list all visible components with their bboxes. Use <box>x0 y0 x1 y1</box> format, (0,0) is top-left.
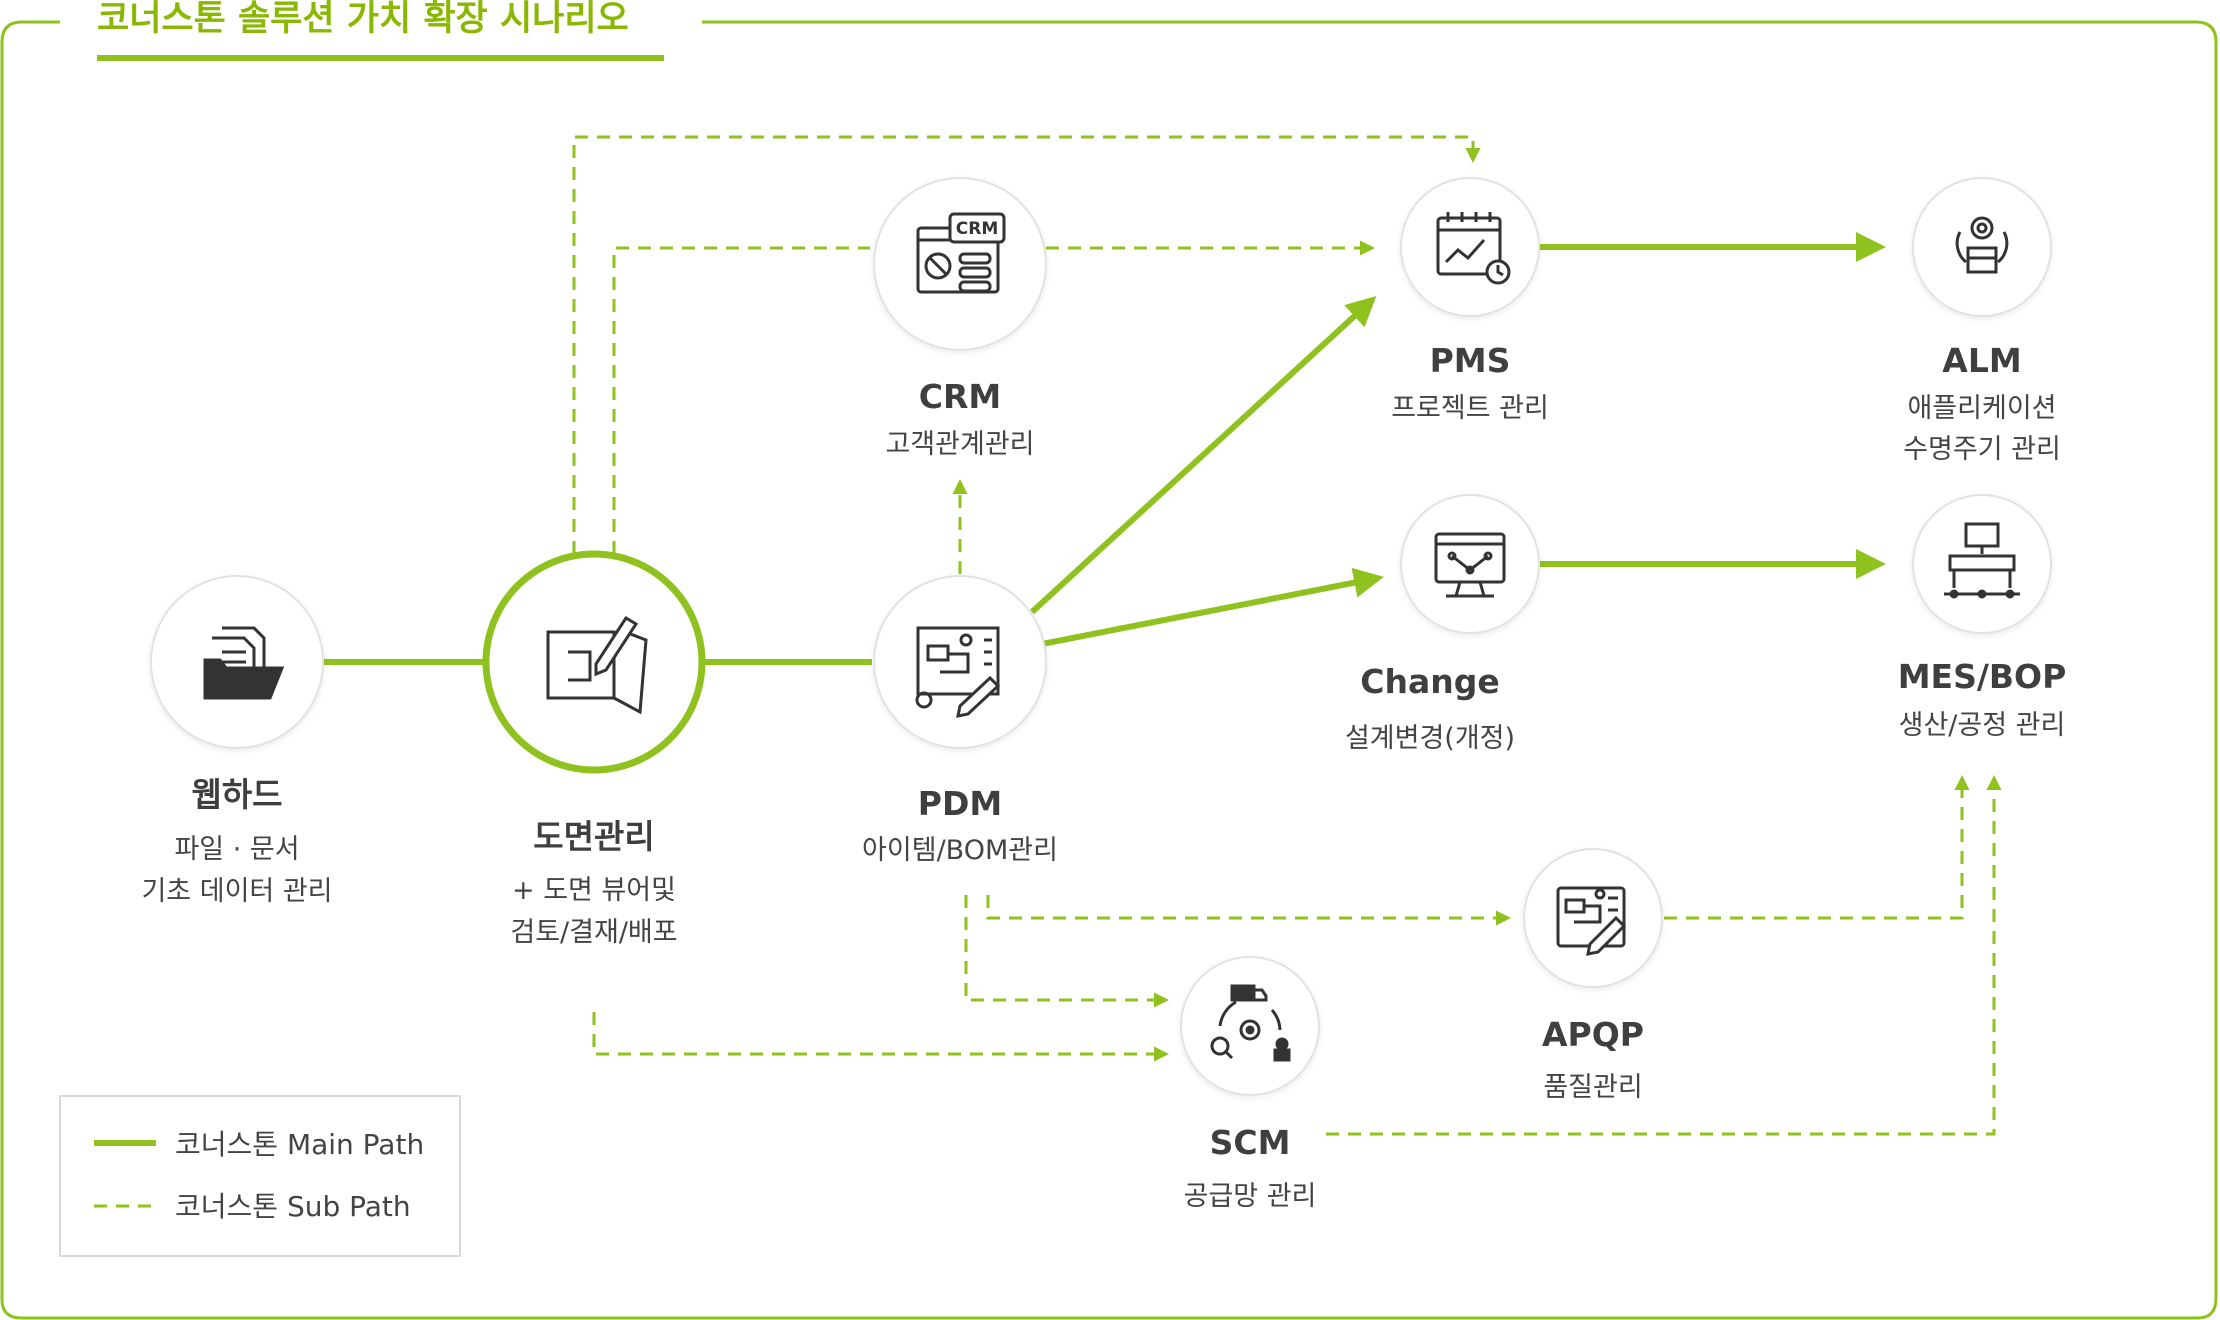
drawing-line1: + 도면 뷰어및 <box>512 875 676 906</box>
webhard-title: 웹하드 <box>191 775 282 814</box>
monitor-flow-icon <box>1434 532 1506 598</box>
legend: 코너스톤 Main Path 코너스톤 Sub Path <box>59 1095 461 1257</box>
quality-blueprint-icon <box>1556 886 1627 956</box>
calendar-chart-clock-icon <box>1436 212 1511 285</box>
mesbop-title: MES/BOP <box>1898 657 2067 696</box>
pdm-title: PDM <box>918 784 1002 823</box>
alm-title: ALM <box>1942 341 2021 380</box>
pdm-line1: 아이템/BOM관리 <box>862 835 1058 866</box>
supply-chain-icon <box>1210 984 1291 1062</box>
drawing-title: 도면관리 <box>533 817 654 856</box>
legend-sub-label: 코너스톤 Sub Path <box>175 1190 411 1223</box>
webhard-line1: 파일 · 문서 <box>174 834 299 865</box>
apqp-line1: 품질관리 <box>1543 1072 1642 1103</box>
sub-path-pdm-scm <box>964 895 1169 1008</box>
node-apqp[interactable]: APQP 품질관리 <box>1523 848 1663 1103</box>
sub-path-apqp-mesbop <box>1664 775 1970 920</box>
node-webhard[interactable]: 웹하드 파일 · 문서 기초 데이터 관리 <box>141 575 333 907</box>
sub-path-drawing-crm <box>612 246 870 554</box>
gear-cycle-box-icon <box>1955 216 2009 274</box>
sub-path-drawing-scm <box>592 1012 1169 1062</box>
webhard-line2: 기초 데이터 관리 <box>141 876 332 907</box>
main-path-pdm-pms <box>1029 295 1377 615</box>
crm-line1: 고객관계관리 <box>885 429 1034 460</box>
node-pdm[interactable]: PDM 아이템/BOM관리 <box>862 575 1058 866</box>
apqp-title: APQP <box>1542 1015 1644 1054</box>
sub-path-scm-mesbop <box>1326 775 2002 1136</box>
folder-documents-icon <box>203 626 285 700</box>
pms-title: PMS <box>1430 341 1511 380</box>
sub-path-pdm-apqp <box>986 895 1511 926</box>
mesbop-line1: 생산/공정 관리 <box>1899 710 2066 741</box>
frame-title: 코너스톤 솔루션 가치 확장 시나리오 <box>97 0 629 39</box>
drawing-pen-icon <box>546 615 648 715</box>
pms-line1: 프로젝트 관리 <box>1391 393 1549 424</box>
node-scm[interactable]: SCM 공급망 관리 <box>1180 956 1320 1212</box>
crm-dashboard-icon <box>916 212 1006 294</box>
node-mesbop[interactable]: MES/BOP 생산/공정 관리 <box>1898 494 2067 741</box>
node-drawing[interactable]: 도면관리 + 도면 뷰어및 검토/결재/배포 <box>482 550 706 948</box>
node-pms[interactable]: PMS 프로젝트 관리 <box>1391 177 1549 424</box>
factory-robot-icon <box>1944 522 2020 599</box>
change-title: Change <box>1360 662 1499 701</box>
main-path-pdm-change <box>1041 567 1384 647</box>
node-change[interactable]: Change 설계변경(개정) <box>1345 494 1540 754</box>
main-paths <box>324 232 1886 665</box>
node-alm[interactable]: ALM 애플리케이션 수명주기 관리 <box>1903 177 2061 465</box>
node-crm[interactable]: CRM CRM 고객관계관리 <box>873 177 1047 460</box>
frame-title-underline <box>97 55 664 61</box>
sub-path-drawing-pms-top <box>572 135 1481 554</box>
legend-main-label: 코너스톤 Main Path <box>175 1128 424 1161</box>
crm-icon-text: CRM <box>956 219 998 239</box>
sub-paths <box>572 135 2002 1136</box>
alm-line2: 수명주기 관리 <box>1903 434 2061 465</box>
alm-line1: 애플리케이션 <box>1907 393 2056 424</box>
drawing-line2: 검토/결재/배포 <box>510 917 677 948</box>
crm-title: CRM <box>919 377 1001 416</box>
scm-title: SCM <box>1210 1123 1291 1162</box>
scm-line1: 공급망 관리 <box>1184 1181 1317 1212</box>
blueprint-pencil-icon <box>915 626 1001 718</box>
change-line1: 설계변경(개정) <box>1345 723 1515 754</box>
